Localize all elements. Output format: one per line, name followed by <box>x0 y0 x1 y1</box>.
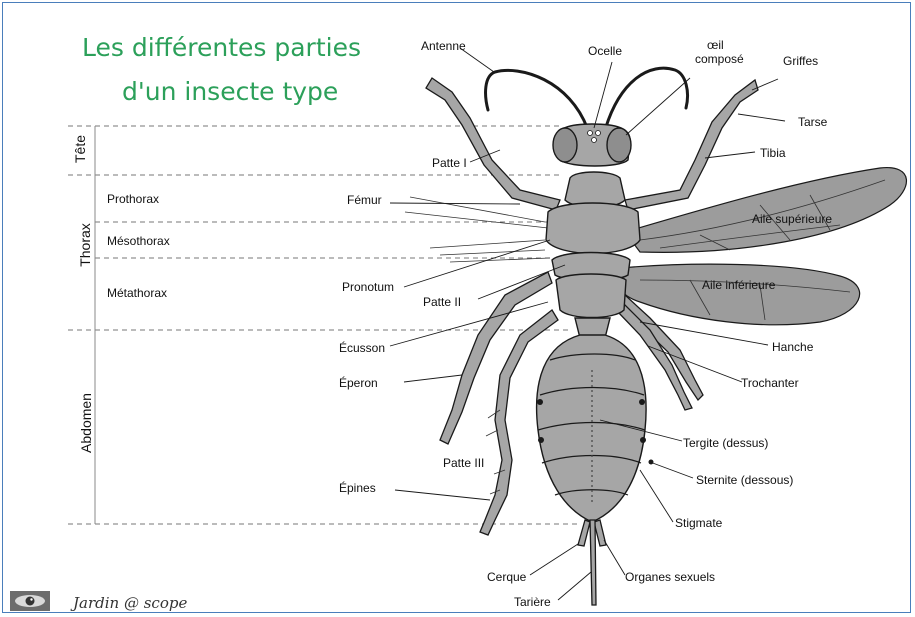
right-compound-eye <box>607 128 631 162</box>
label-stigmate: Stigmate <box>675 516 722 530</box>
upper-wing <box>625 168 906 253</box>
label-eperon: Éperon <box>339 376 378 390</box>
label-oeil-line2: composé <box>695 52 744 66</box>
left-compound-eye <box>553 128 577 162</box>
label-aile-inferieure: Aile inférieure <box>702 278 775 292</box>
front-left-leg <box>426 78 560 210</box>
label-epines: Épines <box>339 481 376 495</box>
label-antenne: Antenne <box>421 39 466 53</box>
abdomen <box>537 335 647 522</box>
wings <box>616 168 906 325</box>
label-aile-superieure: Aile supérieure <box>752 212 832 226</box>
label-patte1: Patte I <box>432 156 467 170</box>
label-tergite: Tergite (dessus) <box>683 436 768 450</box>
propodeum <box>556 274 626 318</box>
ovipositor <box>578 520 606 605</box>
eye-logo-icon <box>10 591 50 611</box>
label-patte3: Patte III <box>443 456 484 470</box>
region-label-abdomen: Abdomen <box>78 393 94 453</box>
left-cerque <box>578 520 590 546</box>
label-tariere: Tarière <box>514 595 551 609</box>
label-oeil-line1: œil <box>707 38 724 52</box>
label-cerque: Cerque <box>487 570 526 584</box>
label-organes-sexuels: Organes sexuels <box>625 570 715 584</box>
region-label-thorax: Thorax <box>77 223 93 267</box>
label-patte2: Patte II <box>423 295 461 309</box>
mesothorax <box>546 203 640 254</box>
label-pronotum: Pronotum <box>342 280 394 294</box>
label-ocelle: Ocelle <box>588 44 622 58</box>
label-griffes: Griffes <box>783 54 818 68</box>
label-trochanter: Trochanter <box>741 376 799 390</box>
label-prothorax: Prothorax <box>107 192 159 206</box>
logo-text: Jardin @ scope <box>73 594 187 612</box>
front-right-leg <box>625 80 758 210</box>
label-sternite: Sternite (dessous) <box>696 473 793 487</box>
label-hanche: Hanche <box>772 340 813 354</box>
region-label-head: Tête <box>72 135 88 163</box>
tariere <box>590 520 596 605</box>
right-antenna <box>605 68 688 130</box>
label-ecusson: Écusson <box>339 341 385 355</box>
prothorax <box>565 172 625 208</box>
label-mesothorax: Mésothorax <box>107 234 170 248</box>
antennae <box>486 68 688 130</box>
lower-wing <box>616 264 860 325</box>
label-metathorax: Métathorax <box>107 286 167 300</box>
left-antenna <box>486 70 588 130</box>
label-tibia: Tibia <box>760 146 786 160</box>
label-femur: Fémur <box>347 193 382 207</box>
label-tarse: Tarse <box>798 115 827 129</box>
